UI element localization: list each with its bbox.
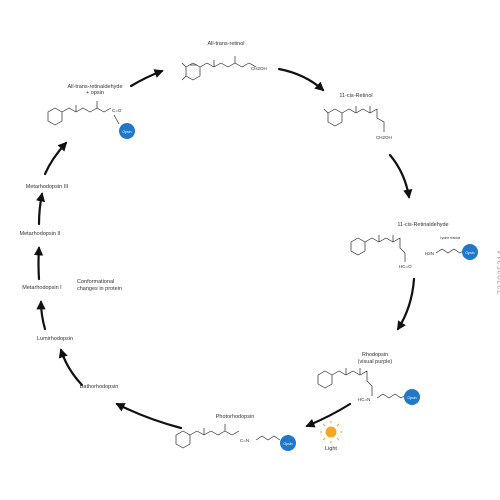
all-trans-retinol-label: All-trans-retinol <box>207 41 245 47</box>
opsin-proteins: Opsin Opsin Opsin Opsin <box>119 123 478 451</box>
opsin-circle-photorhodopsin <box>280 435 296 451</box>
arrow-bathorhodopsin-to-lumirhodopsin <box>58 348 84 387</box>
cis-retinol-end-group: CH2OH <box>376 135 392 140</box>
bathorhodopsin-label: Bathorhodopsin <box>79 384 119 390</box>
lysine-residue-caption: Lysine residue <box>440 236 461 240</box>
metarhodopsin-2-label: Metarhodopsin II <box>19 231 61 237</box>
retinaldehyde-end-group: C=O <box>112 108 122 113</box>
arrow-retinol-to-cis-retinol <box>277 67 325 92</box>
opsin-circle-cis-retinaldehyde <box>462 244 478 260</box>
photorhodopsin-structure <box>175 424 281 449</box>
photorhodopsin-label: Photorhodopsin <box>215 414 255 420</box>
arrow-rhodopsin-to-photorhodopsin <box>305 402 352 428</box>
opsin-label-cis-retinaldehyde: Opsin <box>465 251 474 255</box>
rhodopsin-label: Rhodopsin <box>361 352 389 358</box>
metarhodopsin-3-label: Metarhodopsin III <box>25 184 69 190</box>
footer-bar <box>0 488 500 500</box>
rhodopsin-link-group: HC=N <box>358 397 370 402</box>
all-trans-retinaldehyde-sublabel: + opsin <box>86 90 104 96</box>
cycle-arrows <box>33 67 416 430</box>
arrow-cis-retinaldehyde-to-rhodopsin <box>396 277 416 331</box>
all-trans-retinaldehyde-structure <box>47 101 120 126</box>
all-trans-retinaldehyde-label: All-trans-retinaldehyde <box>67 84 123 90</box>
arrow-photorhodopsin-to-bathorhodopsin <box>115 402 183 430</box>
opsin-circle-rhodopsin <box>404 389 420 405</box>
cis-retinaldehyde-label: 11-cis-Retinaldehyde <box>397 222 449 228</box>
lumirhodopsin-label: Lumirhodopsin <box>36 336 74 342</box>
arrow-retinaldehyde-to-retinol <box>129 69 164 88</box>
rhodopsin-sublabel: (visual purple) <box>357 359 393 365</box>
cis-retinol-structure <box>323 106 385 132</box>
opsin-amine-group: H2N <box>425 251 434 256</box>
arrow-metarhodopsin-1-to-metarhodopsin-2 <box>33 246 44 281</box>
rhodopsin-structure <box>317 368 408 399</box>
opsin-label-rhodopsin: Opsin <box>407 396 416 400</box>
conformational-changes-label: Conformational changes in protein <box>77 279 122 292</box>
opsin-label-photorhodopsin: Opsin <box>283 442 292 446</box>
cis-retinol-label: 11-cis-Retinol <box>339 93 373 99</box>
arrow-lumirhodopsin-to-metarhodopsin-1 <box>36 300 47 331</box>
opsin-circle-retinaldehyde <box>119 123 135 139</box>
light-label: Light <box>325 446 337 452</box>
metarhodopsin-1-label: Metarhodopsin I <box>22 285 62 291</box>
all-trans-retinol-structure <box>181 56 257 81</box>
arrow-metarhodopsin-3-to-all-trans-retinaldehyde <box>43 141 68 176</box>
opsin-label-retinaldehyde: Opsin <box>122 130 131 134</box>
cis-retinaldehyde-structure <box>350 235 467 262</box>
photorhodopsin-link-group: C=N <box>240 438 249 443</box>
cis-retinaldehyde-end-group: HC=O <box>399 264 412 269</box>
sun-icon <box>320 421 342 443</box>
retinol-end-group: CH2OH <box>251 66 267 71</box>
arrow-cis-retinol-to-cis-retinaldehyde <box>388 153 413 199</box>
arrow-metarhodopsin-2-to-metarhodopsin-3 <box>36 192 46 226</box>
